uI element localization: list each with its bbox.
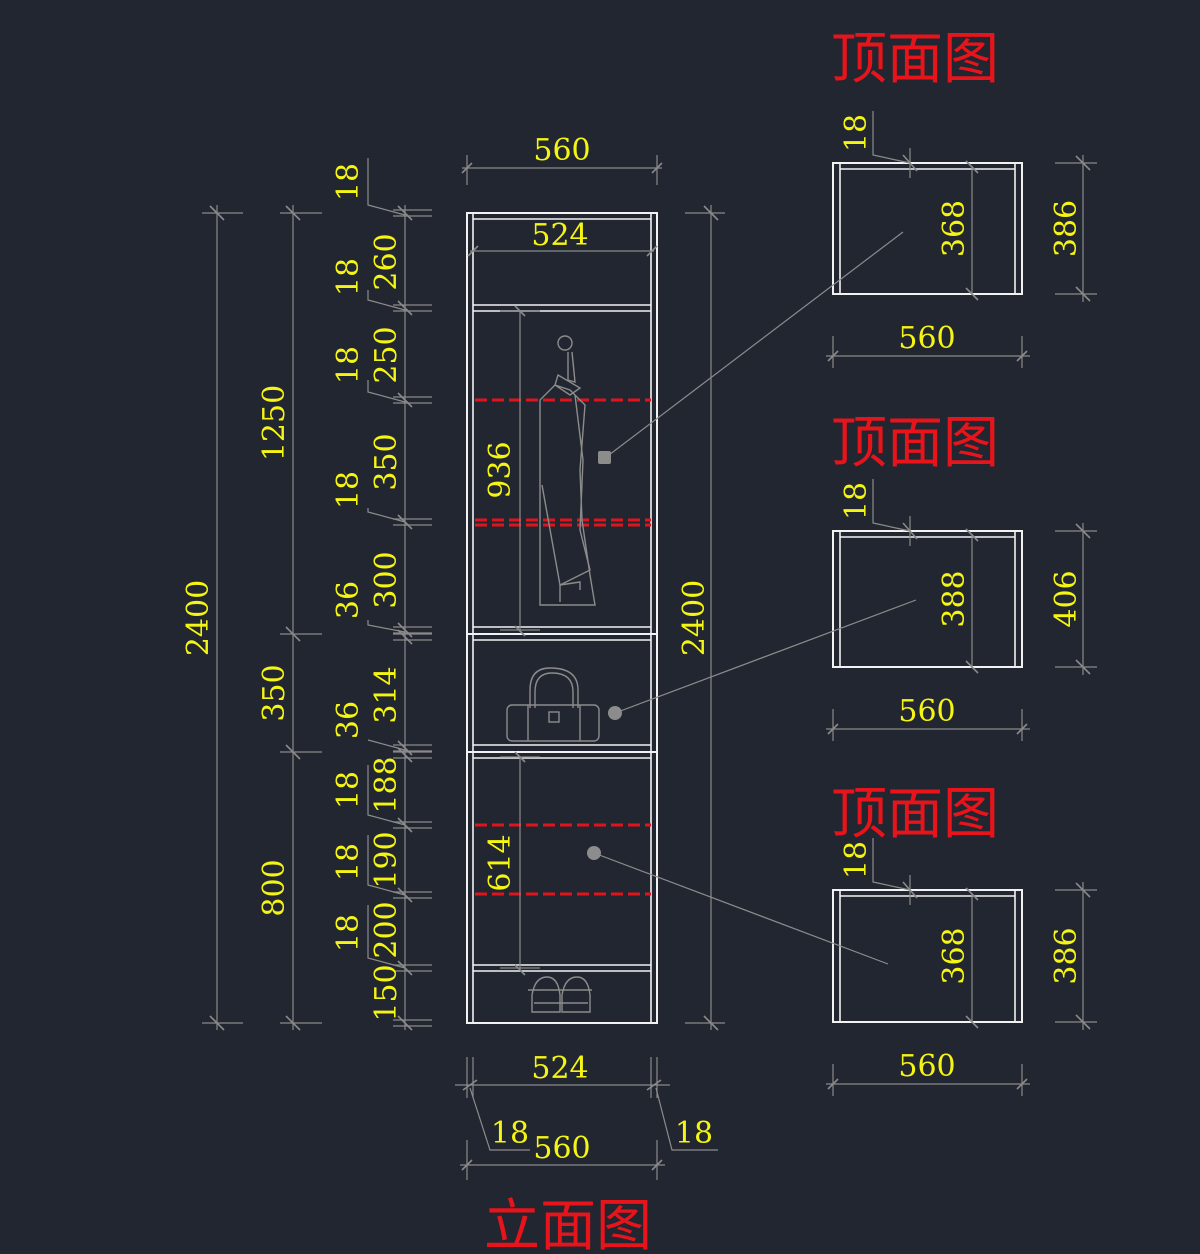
inner-width-bottom-label: 524: [531, 1051, 588, 1086]
plan-title: 顶面图: [831, 782, 999, 847]
panel-label: 18: [331, 471, 366, 509]
compartment-height-label: 314: [369, 666, 404, 723]
zone-label: 800: [257, 859, 292, 916]
leader-marker: [598, 451, 611, 464]
hanging-rails: [475, 398, 651, 896]
panel-label: 36: [331, 581, 366, 619]
overall-height-right-label: 2400: [677, 580, 712, 656]
elevation-title: 立面图: [484, 1194, 652, 1254]
plan-inner-depth-label: 388: [937, 570, 972, 627]
panel-label: 18: [331, 914, 366, 952]
leader-marker: [587, 846, 601, 860]
bottom-width-label: 560: [533, 1131, 590, 1166]
compartment-height-label: 190: [369, 831, 404, 888]
dimension-tick: [397, 300, 413, 316]
leader-line: [604, 231, 904, 459]
dimension-tick: [397, 747, 413, 763]
dimension-tick: [397, 740, 413, 756]
zone-label: 350: [257, 664, 292, 721]
panel-label: 18: [331, 258, 366, 296]
shelves: [467, 304, 657, 972]
compartment-height-label: 200: [369, 901, 404, 958]
plan-outer-depth-label: 406: [1049, 570, 1084, 627]
plan-outline: [832, 889, 1023, 1023]
panel-label: 18: [331, 843, 366, 881]
dimension-tick: [397, 622, 413, 638]
side-panel-right-label: 18: [675, 1116, 713, 1151]
coat-icon: [539, 335, 596, 606]
compartment-height-label: 260: [369, 233, 404, 290]
plan-panel-label: 18: [839, 482, 874, 520]
plan-outline: [832, 162, 1023, 295]
dimension-tick: [397, 392, 413, 408]
handbag-icon: [506, 667, 600, 742]
leader-marker: [608, 706, 622, 720]
hanging-height-lower-label: 614: [483, 834, 518, 891]
compartment-height-label: 188: [369, 756, 404, 813]
plan-view: 顶面图 18 388 406 560: [826, 411, 1097, 741]
inner-width-top-label: 524: [531, 218, 588, 253]
panel-label: 36: [331, 701, 366, 739]
plan-inner-depth-label: 368: [937, 200, 972, 257]
elevation-dimensions: [202, 155, 725, 1180]
plan-outline: [832, 530, 1023, 668]
plan-title: 顶面图: [831, 411, 999, 476]
compartment-height-label: 300: [369, 551, 404, 608]
overall-height-left-label: 2400: [181, 580, 216, 656]
cabinet-elevation: [466, 212, 658, 1024]
leader-line: [593, 852, 889, 965]
leader-line: [614, 599, 917, 714]
plan-width-label: 560: [898, 321, 955, 356]
side-panel-left-label: 18: [491, 1116, 529, 1151]
plan-outer-depth-label: 386: [1049, 927, 1084, 984]
plan-width-label: 560: [898, 694, 955, 729]
shoes-icon: [528, 976, 592, 1013]
elevation-labels: 560 524 524 560 18 18 2400 2400 1250 350…: [181, 133, 713, 1254]
compartment-height-label: 250: [369, 326, 404, 383]
overall-width-label: 560: [533, 133, 590, 168]
panel-label: 18: [331, 771, 366, 809]
zone-label: 1250: [257, 385, 292, 461]
top-panel-label: 18: [331, 163, 366, 201]
plan-title: 顶面图: [831, 27, 999, 92]
dimension-tick: [397, 1015, 413, 1031]
compartment-height-label: 350: [369, 433, 404, 490]
plan-view: 顶面图 18 368 386 560: [826, 27, 1097, 368]
plan-leaders: [587, 231, 917, 965]
plan-outer-depth-label: 386: [1049, 200, 1084, 257]
plan-inner-depth-label: 368: [937, 927, 972, 984]
dimension-tick: [397, 629, 413, 645]
panel-label: 18: [331, 346, 366, 384]
hanging-height-upper-label: 936: [483, 441, 518, 498]
compartment-height-label: 150: [369, 964, 404, 1021]
dimension-tick: [397, 205, 413, 221]
plan-panel-label: 18: [839, 114, 874, 152]
plan-width-label: 560: [898, 1049, 955, 1084]
plan-panel-label: 18: [839, 841, 874, 879]
cabinet-outline: [466, 212, 658, 1024]
